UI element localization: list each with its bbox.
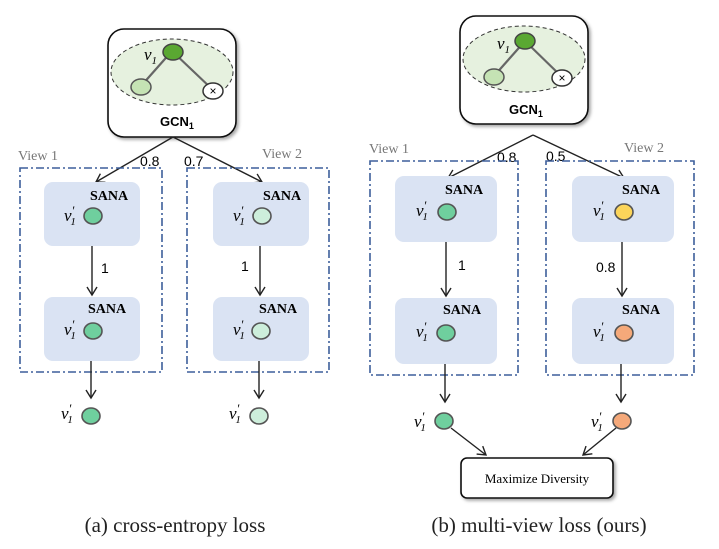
embedding-node (614, 324, 634, 342)
sana-block-top: SANA v′1 (395, 176, 497, 242)
root-node (162, 43, 184, 61)
node-label: v′1 (416, 198, 428, 223)
edge-to-objective (581, 427, 617, 456)
panel-a: × v1 GCN1 0.8 0.7 View 1 SANA v′1 1 SANA… (18, 28, 330, 537)
gcn-label: GCN1 (509, 102, 543, 119)
edge-gcn-to-view1 (446, 134, 534, 180)
caption-a: (a) cross-entropy loss (85, 513, 266, 537)
edge-weight: 0.8 (596, 259, 616, 275)
edge-weight: 0.5 (546, 148, 566, 164)
view-label: View 2 (624, 141, 664, 156)
sana-label: SANA (443, 303, 482, 318)
gcn-box: × v1 GCN1 (107, 28, 237, 138)
output-node (249, 407, 269, 425)
embedding-node (436, 324, 456, 342)
embedding-node (252, 207, 272, 225)
panel-b: × v1 GCN1 0.8 0.5 View 1 SANA v′1 1 SANA… (369, 15, 695, 537)
neighbor-node (483, 68, 505, 86)
masked-node (202, 82, 224, 100)
sana-block-bottom: SANA v′1 (572, 298, 674, 364)
node-label: v′1 (233, 203, 245, 228)
edge-weight: 1 (241, 258, 249, 274)
embedding-node (83, 322, 103, 340)
root-node-label: v1 (497, 34, 510, 56)
view-label: View 2 (262, 147, 302, 162)
sana-label: SANA (259, 302, 298, 317)
sana-label: SANA (88, 302, 127, 317)
view-box (369, 160, 519, 376)
objective-label: Maximize Diversity (485, 471, 590, 486)
node-label: v′1 (64, 203, 76, 228)
embedding-node (614, 203, 634, 221)
sana-label: SANA (622, 303, 661, 318)
gcn-box: × v1 GCN1 (459, 15, 589, 125)
edge-weight: 0.7 (184, 153, 204, 169)
edge-to-objective (450, 427, 488, 456)
gcn-label: GCN1 (160, 114, 194, 131)
output-node-label: v′1 (414, 409, 426, 434)
output-node (81, 407, 101, 425)
view-label: View 1 (369, 142, 409, 157)
view-label: View 1 (18, 149, 58, 164)
sana-block-bottom: SANA v′1 (213, 297, 309, 361)
node-label: v′1 (593, 198, 605, 223)
output-node (612, 412, 632, 430)
sana-label: SANA (622, 183, 661, 198)
edge-weight: 0.8 (140, 153, 160, 169)
edge-weight: 1 (101, 260, 109, 276)
objective-box: Maximize Diversity (460, 457, 614, 499)
output-node (434, 412, 454, 430)
masked-node-icon: × (209, 84, 216, 98)
sana-block-bottom: SANA v′1 (44, 297, 140, 361)
output-node-label: v′1 (229, 401, 241, 426)
node-label: v′1 (233, 317, 245, 342)
sana-label: SANA (445, 183, 484, 198)
edge-gcn-to-view1 (94, 136, 174, 183)
neighbor-node (130, 78, 152, 96)
embedding-node (83, 207, 103, 225)
root-node (514, 32, 536, 50)
edge-weight: 0.8 (497, 149, 517, 165)
root-node-label: v1 (144, 45, 157, 67)
sana-block-bottom: SANA v′1 (395, 298, 497, 364)
node-label: v′1 (64, 317, 76, 342)
node-label: v′1 (416, 319, 428, 344)
embedding-node (437, 203, 457, 221)
view-2: View 2 SANA v′1 1 SANA v′1 v′1 (186, 147, 330, 426)
output-node-label: v′1 (61, 401, 73, 426)
view-2: View 2 SANA v′1 0.8 SANA v′1 v′1 (545, 141, 695, 434)
view-box (186, 167, 330, 373)
sana-label: SANA (90, 189, 129, 204)
caption-b: (b) multi-view loss (ours) (431, 513, 646, 537)
embedding-node (251, 322, 271, 340)
edge-gcn-to-view2 (172, 136, 264, 184)
output-node-label: v′1 (591, 409, 603, 434)
view-box (545, 160, 695, 376)
sana-block-top: SANA v′1 (44, 182, 140, 246)
view-1: View 1 SANA v′1 1 SANA v′1 v′1 (18, 149, 163, 426)
view-1: View 1 SANA v′1 1 SANA v′1 v′1 (369, 142, 519, 434)
node-label: v′1 (593, 319, 605, 344)
masked-node-icon: × (558, 71, 565, 85)
edge-weight: 1 (458, 257, 466, 273)
edge-gcn-to-view2 (532, 134, 626, 180)
sana-block-top: SANA v′1 (572, 176, 674, 242)
sana-block-top: SANA v′1 (213, 182, 309, 246)
sana-label: SANA (263, 189, 302, 204)
masked-node (551, 69, 573, 87)
